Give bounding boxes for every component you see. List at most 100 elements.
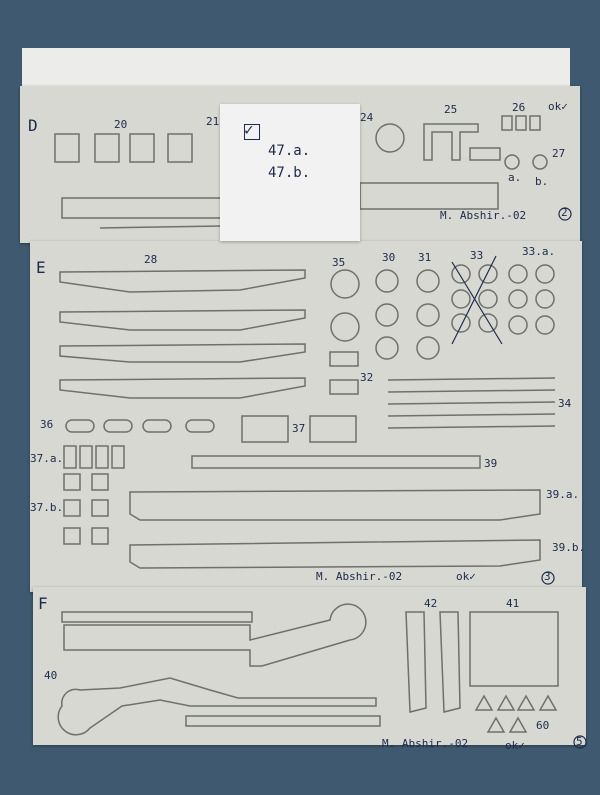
part-33a-4 [535,289,555,309]
label-e-7: 34 [558,397,572,410]
label-d-5: 27 [552,147,566,160]
part-37b-5 [63,527,81,545]
arrow-line [99,225,223,229]
part-35-1 [330,269,360,299]
part-33-2 [478,264,498,284]
label-d-0: 20 [114,118,128,131]
part-39a [129,489,541,521]
part-32-1 [329,351,359,367]
label-e-4: 33 [470,249,484,262]
part-37b-2 [91,473,109,491]
part-27b [532,154,548,170]
part-27a [504,154,520,170]
part-26-3 [529,115,541,131]
page-circle-e [541,571,555,585]
part-30-1 [375,269,399,293]
label-e-3: 31 [418,251,432,264]
part-40 [57,677,377,736]
page-f: 5 [576,735,583,748]
part-28-4 [59,377,306,399]
label-f-3: 60 [536,719,550,732]
label-f-0: 42 [424,597,438,610]
part-26-2 [515,115,527,131]
label-e-11: 37.b. [30,501,64,514]
part-28-1 [59,269,306,293]
label-e-12: 39 [484,457,498,470]
part-30-2 [375,303,399,327]
check-box [244,124,260,140]
part-60-2 [496,694,516,711]
part-37a-1 [63,445,77,469]
part-60-6 [508,716,528,733]
label-e-1: 35 [332,256,346,269]
label-e-0: 28 [144,253,158,266]
part-34-3 [387,401,556,405]
part-33-1 [451,264,471,284]
part-60-1 [474,694,494,711]
part-26-1 [501,115,513,131]
part-33-5 [451,313,471,333]
label-e-6: 32 [360,371,374,384]
label-e-14: 39.b. [552,541,586,554]
signature-e: M. Abshir.-02 [316,570,403,583]
part-31-3 [416,336,440,360]
part-39b [129,539,541,569]
label-d-3: 25 [444,103,458,116]
sheet-d-letter: D [28,116,38,135]
part-20-1 [54,133,80,163]
note-line-2: 47.b. [268,165,311,181]
part-37b-1 [63,473,81,491]
part-60-5 [486,716,506,733]
label-f-2: 40 [44,669,58,682]
part-25 [423,123,479,161]
label-e-8: 36 [40,418,54,431]
cross-mark-2 [451,255,497,345]
part-41 [469,611,559,687]
part-33a-2 [535,264,555,284]
part-37-2 [309,415,357,443]
part-37b-4 [91,499,109,517]
part-32-2 [329,379,359,395]
label-f-1: 41 [506,597,520,610]
signature-d: M. Abshir.-02 [440,209,527,222]
page-circle-f [573,735,587,749]
part-37a-4 [111,445,125,469]
part-37a-3 [95,445,109,469]
part-f-lever [63,603,367,667]
part-34-4 [387,413,556,417]
part-42-1 [405,611,427,713]
part-20-2 [94,133,120,163]
status-d: ok✓ [548,100,568,113]
sticky-note: ✓ 47.a. 47.b. [220,104,360,241]
label-e-2: 30 [382,251,396,264]
page-e: 3 [544,570,551,583]
part-long-d-right [359,182,499,210]
part-35-2 [330,312,360,342]
part-39 [191,455,481,469]
part-30-3 [375,336,399,360]
part-31-1 [416,269,440,293]
part-f-bar-1 [61,611,253,623]
note-line-1: 47.a. [268,143,311,159]
part-37b-3 [63,499,81,517]
part-33a-1 [508,264,528,284]
part-34-5 [387,425,556,429]
part-36-3 [142,419,172,433]
cross-mark-1 [451,261,503,345]
status-e: ok✓ [456,570,476,583]
part-33a-5 [508,315,528,335]
part-37-1 [241,415,289,443]
label-e-9: 37 [292,422,306,435]
part-37a-2 [79,445,93,469]
part-33a-3 [508,289,528,309]
parts-sheet-e [30,241,582,592]
part-33a-6 [535,315,555,335]
sheet-e-letter: E [36,258,46,277]
part-28-3 [59,343,306,363]
part-28-2 [59,309,306,331]
part-25-b [469,147,501,161]
part-36-1 [65,419,95,433]
part-24 [375,123,405,153]
